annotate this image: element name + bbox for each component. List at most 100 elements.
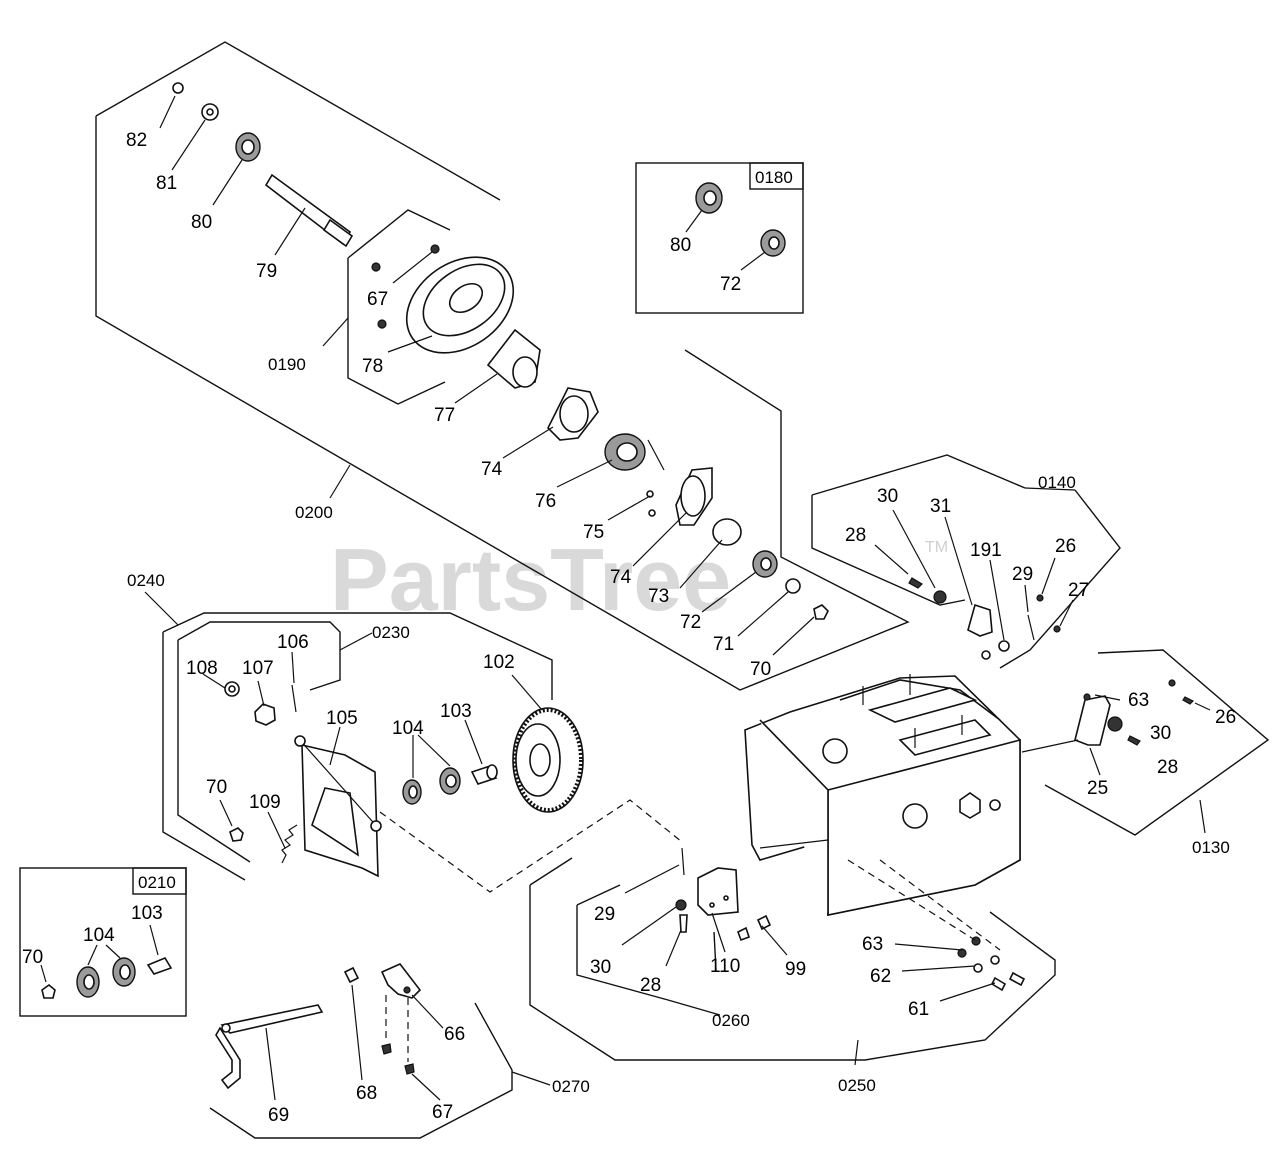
- part-81-washer[interactable]: [201, 103, 219, 121]
- group-0240-outline: [162, 612, 553, 881]
- callout-25: 25: [1087, 778, 1108, 799]
- part-103-pinion[interactable]: [470, 764, 498, 785]
- callout-29-0260: 29: [594, 904, 615, 925]
- part-63-screw-0130[interactable]: [1083, 693, 1091, 701]
- part-70-nut[interactable]: [813, 604, 829, 620]
- part-70-nut-kit[interactable]: [41, 983, 56, 999]
- part-31-bracket[interactable]: [967, 603, 993, 637]
- part-67-screw[interactable]: [371, 244, 440, 329]
- part-105-shift-plate[interactable]: [294, 735, 382, 878]
- part-77-hub[interactable]: [486, 328, 541, 389]
- part-69-shift-rod[interactable]: [215, 1004, 324, 1090]
- group-label-0250: 0250: [838, 1076, 876, 1095]
- part-106-spring-pin[interactable]: [291, 684, 297, 713]
- callout-73: 73: [648, 586, 669, 607]
- part-82-nut[interactable]: [172, 82, 184, 94]
- callout-70-0240: 70: [206, 777, 227, 798]
- part-71-washer[interactable]: [785, 578, 801, 594]
- callout-79: 79: [256, 261, 277, 282]
- part-74-flange-rear[interactable]: [675, 467, 713, 526]
- group-label-0230: 0230: [372, 623, 410, 642]
- part-75-fastener[interactable]: [646, 439, 665, 517]
- group-label-0190: 0190: [268, 355, 306, 374]
- part-66-bracket[interactable]: [380, 963, 422, 999]
- part-103-pinion-kit[interactable]: [146, 956, 173, 975]
- callout-108: 108: [186, 658, 218, 679]
- group-0210-box: [19, 867, 187, 1017]
- callout-27: 27: [1068, 580, 1089, 601]
- callout-63-0130: 63: [1128, 690, 1149, 711]
- callout-74-rear: 74: [610, 567, 632, 588]
- part-25-bracket[interactable]: [1074, 695, 1111, 746]
- part-26-screw-0140[interactable]: [1036, 594, 1044, 602]
- part-27-nut[interactable]: [1053, 625, 1061, 633]
- part-73-washer[interactable]: [712, 518, 742, 546]
- dashed-alignment-0250: [847, 859, 1001, 951]
- part-28-screw-0260[interactable]: [679, 914, 688, 933]
- part-28-screw-0130[interactable]: [1127, 735, 1141, 746]
- callout-28-0130: 28: [1157, 757, 1178, 778]
- part-67-screws-0270[interactable]: [381, 1043, 415, 1075]
- callout-71: 71: [713, 634, 734, 655]
- part-110-bracket[interactable]: [697, 867, 739, 916]
- callout-63: 63: [862, 934, 883, 955]
- callout-30-0130: 30: [1150, 723, 1171, 744]
- part-72-bearing[interactable]: [752, 550, 778, 578]
- part-104-bearings-kit[interactable]: [76, 957, 136, 998]
- callout-105: 105: [326, 708, 358, 729]
- part-63-screws[interactable]: [957, 936, 981, 958]
- part-78-pulley[interactable]: [388, 237, 531, 372]
- part-107-nut[interactable]: [254, 703, 276, 726]
- part-62-washers[interactable]: [973, 955, 1000, 973]
- callout-191: 191: [970, 540, 1002, 561]
- part-191-washer[interactable]: [981, 640, 1010, 660]
- part-79-shaft[interactable]: [264, 173, 354, 248]
- part-74-flange[interactable]: [547, 387, 599, 441]
- part-28-screw-0140[interactable]: [908, 577, 923, 589]
- callout-82: 82: [126, 130, 147, 151]
- group-label-0140: 0140: [1038, 473, 1076, 492]
- callout-28-0260: 28: [640, 975, 661, 996]
- callout-76: 76: [535, 491, 556, 512]
- part-76-bearing[interactable]: [604, 433, 646, 471]
- callout-31: 31: [930, 496, 951, 517]
- group-label-0130: 0130: [1192, 838, 1230, 857]
- part-80-bearing-kit[interactable]: [695, 182, 723, 214]
- callout-62: 62: [870, 966, 891, 987]
- part-30-nut-0130[interactable]: [1107, 716, 1123, 732]
- part-104-bearings[interactable]: [402, 767, 461, 805]
- part-29-pin[interactable]: [1027, 614, 1035, 641]
- part-72-bearing-kit[interactable]: [760, 229, 786, 257]
- dashed-alignment-0240: [379, 799, 683, 893]
- part-61-bolts[interactable]: [990, 971, 1026, 992]
- callout-61: 61: [908, 999, 929, 1020]
- group-0200-outline: [95, 41, 910, 691]
- part-99-spacer[interactable]: [736, 914, 772, 942]
- part-30-nut-0140[interactable]: [933, 590, 947, 604]
- part-29-pin-0260[interactable]: [681, 847, 685, 876]
- part-30-nut-0260[interactable]: [675, 899, 687, 911]
- part-80-bearing[interactable]: [235, 132, 261, 162]
- callout-67-0270: 67: [432, 1102, 453, 1123]
- watermark: PartsTree: [330, 530, 731, 629]
- callout-99: 99: [785, 959, 806, 980]
- part-109-spring[interactable]: [281, 824, 298, 864]
- part-26-screw-0130[interactable]: [1168, 679, 1195, 705]
- gearbox-housing[interactable]: [744, 674, 1021, 916]
- callout-66: 66: [444, 1024, 465, 1045]
- callout-70: 70: [750, 659, 771, 680]
- callout-77: 77: [434, 405, 455, 426]
- callout-80: 80: [191, 212, 212, 233]
- part-108-washer[interactable]: [224, 681, 240, 697]
- callout-72: 72: [680, 612, 701, 633]
- callout-68: 68: [356, 1083, 377, 1104]
- group-0270-outline: [209, 1002, 513, 1139]
- group-0130-outline: [1044, 649, 1270, 836]
- group-0140-outline: [811, 454, 1121, 669]
- group-0180-box: [635, 162, 804, 314]
- part-102-gear[interactable]: [512, 707, 584, 813]
- callout-103: 103: [440, 701, 472, 722]
- part-68-bushing[interactable]: [343, 966, 360, 984]
- part-70-nut-0240[interactable]: [229, 827, 244, 842]
- callout-106: 106: [277, 632, 309, 653]
